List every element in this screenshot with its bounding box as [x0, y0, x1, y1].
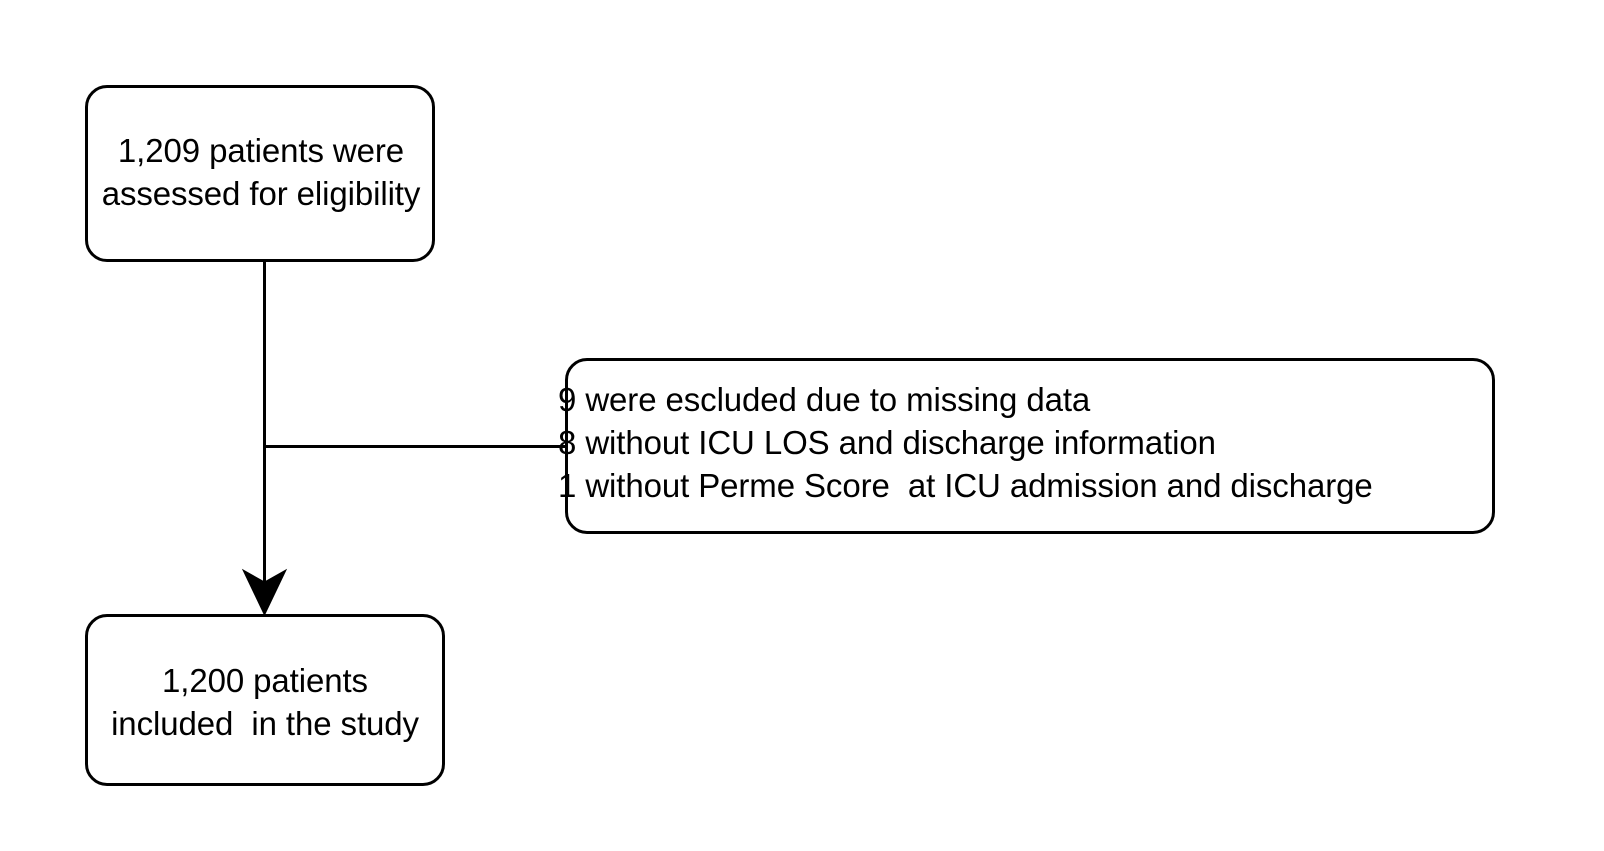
- node-included-label: 1,200 patients included in the study: [111, 662, 419, 742]
- arrowhead-down-icon: [241, 568, 288, 617]
- node-included-in-study: 1,200 patients included in the study: [85, 614, 445, 786]
- node-assessed-for-eligibility: 1,209 patients were assessed for eligibi…: [85, 85, 435, 262]
- node-assessed-label: 1,209 patients were assessed for eligibi…: [101, 132, 421, 212]
- node-exclusions: 9 were escluded due to missing data 8 wi…: [558, 358, 1495, 534]
- node-exclusions-label: 9 were escluded due to missing data 8 wi…: [558, 381, 1373, 504]
